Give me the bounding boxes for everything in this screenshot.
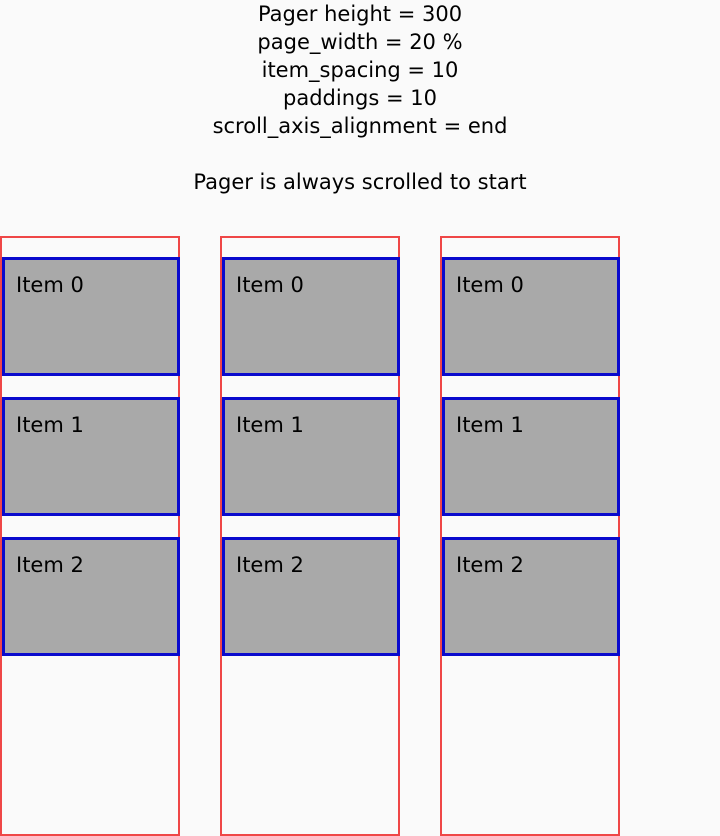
- pager-item[interactable]: Item 0: [2, 257, 180, 376]
- pager-2[interactable]: Item 0 Item 1 Item 2: [440, 236, 620, 836]
- item-label: Item 1: [236, 413, 304, 437]
- header-note: Pager is always scrolled to start: [193, 170, 527, 194]
- item-label: Item 0: [16, 273, 84, 297]
- item-label: Item 2: [236, 553, 304, 577]
- header-line-pager-height: Pager height = 300: [257, 2, 463, 26]
- header-line-scroll-axis-alignment: scroll_axis_alignment = end: [212, 114, 508, 138]
- pager-item[interactable]: Item 2: [222, 537, 400, 656]
- pager-item[interactable]: Item 1: [442, 397, 620, 516]
- header-line-paddings: paddings = 10: [283, 86, 437, 110]
- pager-item[interactable]: Item 1: [2, 397, 180, 516]
- pager-item[interactable]: Item 1: [222, 397, 400, 516]
- pager-item[interactable]: Item 2: [2, 537, 180, 656]
- header-line-item-spacing: item_spacing = 10: [261, 58, 459, 82]
- pager-item[interactable]: Item 2: [442, 537, 620, 656]
- pager-item[interactable]: Item 0: [222, 257, 400, 376]
- item-label: Item 1: [456, 413, 524, 437]
- header-spacer: [0, 140, 720, 168]
- item-label: Item 2: [456, 553, 524, 577]
- pager-item[interactable]: Item 0: [442, 257, 620, 376]
- item-label: Item 1: [16, 413, 84, 437]
- description-header: Pager height = 300 page_width = 20 % ite…: [0, 0, 720, 196]
- item-label: Item 0: [456, 273, 524, 297]
- item-label: Item 0: [236, 273, 304, 297]
- item-label: Item 2: [16, 553, 84, 577]
- header-line-page-width: page_width = 20 %: [257, 30, 463, 54]
- pager-1[interactable]: Item 0 Item 1 Item 2: [220, 236, 400, 836]
- pager-0[interactable]: Item 0 Item 1 Item 2: [0, 236, 180, 836]
